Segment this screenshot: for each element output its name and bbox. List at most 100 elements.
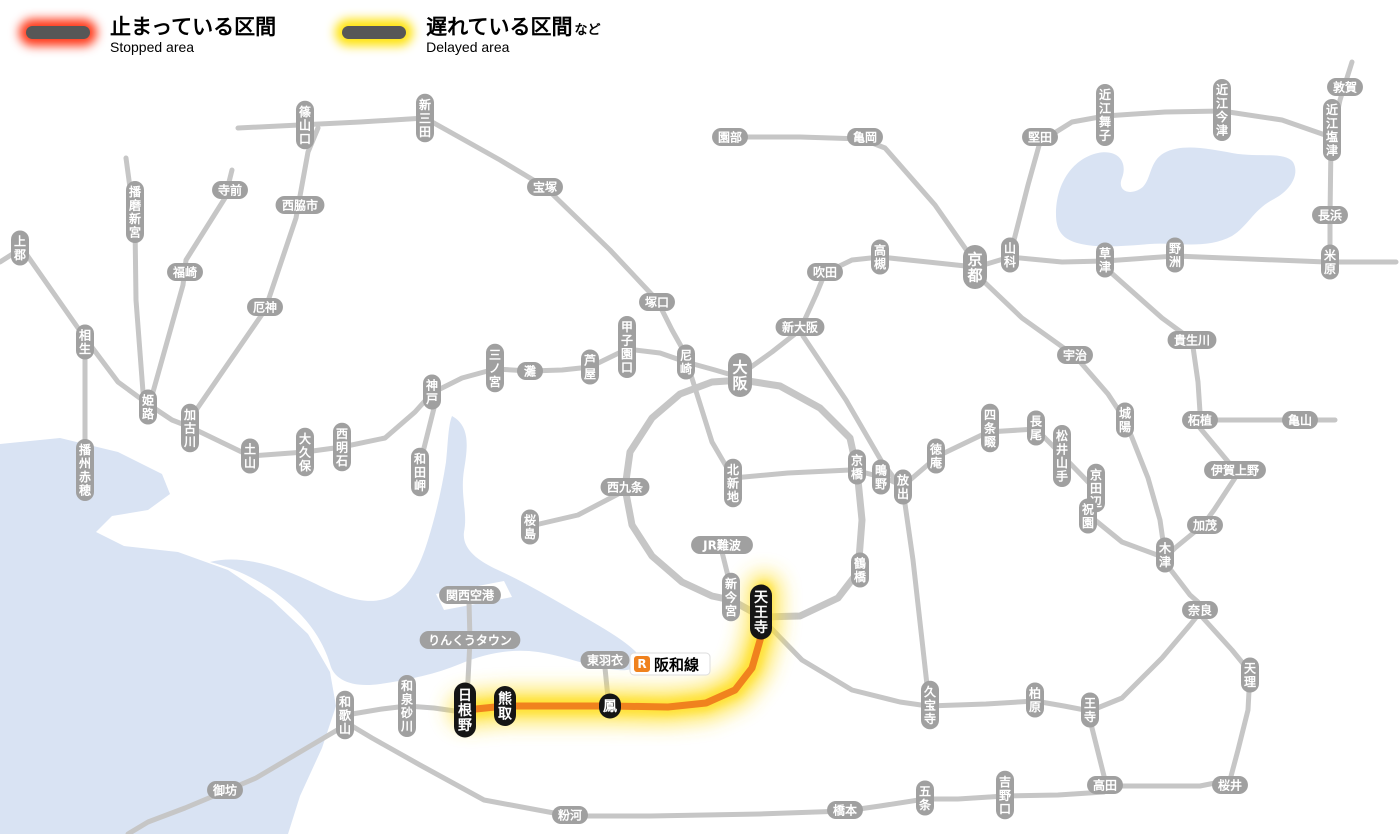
legend: 止まっている区間 Stopped area 遅れている区間 など Delayed…: [14, 16, 601, 56]
station-label-塚口: 塚口: [645, 295, 669, 309]
station-label-加古川: 加古川: [183, 407, 196, 449]
line-yamatoji: [765, 612, 1201, 714]
station-柏原: [1026, 682, 1044, 718]
station-label-灘: 灘: [524, 363, 536, 378]
station-上郡: [11, 230, 29, 266]
station-大阪: [728, 353, 752, 397]
line-hanwa-delayed: [462, 586, 768, 714]
line-yumesaki: [532, 489, 625, 528]
sea-west: [0, 438, 336, 834]
osaka-bay: [210, 416, 640, 686]
station-label-粉河: 粉河: [558, 807, 582, 822]
line-osaka-higashi: [800, 333, 931, 697]
station-label-亀山: 亀山: [1288, 412, 1312, 427]
station-塚口: [639, 293, 675, 311]
lake-biwa: [1056, 147, 1296, 247]
station-近江今津: [1213, 79, 1231, 141]
station-label-堅田: 堅田: [1028, 130, 1052, 144]
station-label-柘植: 柘植: [1187, 412, 1212, 427]
station-京都: [963, 245, 987, 289]
station-米原: [1321, 244, 1339, 280]
line-wakayama-line: [349, 723, 1107, 819]
station-宝塚: [527, 178, 563, 196]
station-label-近江今津: 近江今津: [1215, 82, 1229, 138]
station-label-芦屋: 芦屋: [584, 353, 596, 382]
station-label-長尾: 長尾: [1030, 414, 1043, 443]
station-label-野洲: 野洲: [1169, 242, 1181, 270]
station-柘植: [1182, 411, 1218, 429]
station-鶴橋: [851, 552, 869, 588]
legend-item-delayed: 遅れている区間 など Delayed area: [330, 16, 601, 56]
station-label-米原: 米原: [1324, 248, 1337, 277]
station-四条畷: [981, 403, 999, 453]
station-関西空港: [439, 586, 501, 604]
station-label-近江塩津: 近江塩津: [1326, 102, 1338, 158]
station-label-吉野口: 吉野口: [999, 774, 1011, 816]
station-label-徳庵: 徳庵: [929, 442, 943, 471]
station-label-加茂: 加茂: [1192, 517, 1217, 532]
station-西明石: [333, 422, 351, 472]
hanwa-line-badge: [629, 652, 711, 676]
station-厄神: [247, 298, 283, 316]
station-label-松井山手: 松井山手: [1056, 428, 1068, 484]
station-三ノ宮: [486, 343, 504, 393]
station-JR難波: [691, 536, 753, 554]
station-五条: [916, 780, 934, 816]
line-kyoto-line: [741, 254, 978, 375]
station-野洲: [1166, 237, 1184, 273]
station-label-上郡: 上郡: [13, 234, 26, 263]
station-label-京田辺: 京田辺: [1090, 467, 1102, 509]
station-放出: [894, 469, 912, 505]
station-label-相生: 相生: [79, 328, 91, 357]
station-label-鴫野: 鴫野: [875, 463, 887, 492]
station-加古川: [181, 403, 199, 453]
station-宇治: [1057, 346, 1093, 364]
station-亀岡: [847, 128, 883, 146]
station-label-御坊: 御坊: [212, 782, 237, 797]
station-高槻: [871, 239, 889, 275]
line-sagano: [732, 134, 975, 261]
station-label-京橋: 京橋: [851, 453, 864, 482]
station-敦賀: [1327, 78, 1363, 96]
station-西九条: [600, 478, 650, 496]
station-久宝寺: [921, 680, 939, 730]
station-大久保: [296, 427, 314, 477]
stopped-area-swatch-icon: [26, 26, 90, 39]
station-京橋: [848, 449, 866, 485]
station-label-篠山口: 篠山口: [299, 104, 312, 146]
station-東羽衣: [580, 651, 630, 669]
station-label-東羽衣: 東羽衣: [587, 652, 623, 667]
station-相生: [76, 324, 94, 360]
station-label-山科: 山科: [1004, 241, 1016, 270]
hanwa-line-name: 阪和線: [654, 656, 699, 674]
station-長浜: [1312, 206, 1348, 224]
station-label-土山: 土山: [244, 442, 256, 471]
delayed-area-label-suffix: など: [574, 22, 601, 37]
station-寺前: [212, 181, 248, 199]
station-鴫野: [872, 459, 890, 495]
delayed-area-label: 遅れている区間: [426, 16, 573, 39]
station-粉河: [552, 806, 588, 824]
stopped-area-label: 止まっている区間: [110, 16, 277, 39]
station-天王寺: [750, 584, 772, 640]
station-label-JR難波: JR難波: [702, 537, 742, 552]
station-label-敦賀: 敦賀: [1333, 79, 1357, 94]
station-天理: [1241, 657, 1259, 693]
station-加茂: [1187, 516, 1223, 534]
station-label-姫路: 姫路: [142, 393, 155, 422]
station-label-新大阪: 新大阪: [782, 319, 819, 334]
station-甲子園口: [618, 316, 636, 378]
station-長尾: [1027, 410, 1045, 446]
station-西脇市: [275, 196, 325, 214]
station-山科: [1001, 237, 1019, 273]
station-label-放出: 放出: [896, 473, 910, 502]
station-label-草津: 草津: [1099, 246, 1111, 275]
delayed-area-sublabel: Delayed area: [426, 39, 510, 56]
station-label-京都: 京都: [966, 250, 982, 284]
station-灘: [517, 362, 543, 380]
station-橋本: [827, 801, 863, 819]
station-label-和歌山: 和歌山: [338, 694, 352, 736]
line-kansai-mid: [1162, 425, 1238, 561]
station-label-三ノ宮: 三ノ宮: [489, 348, 501, 389]
